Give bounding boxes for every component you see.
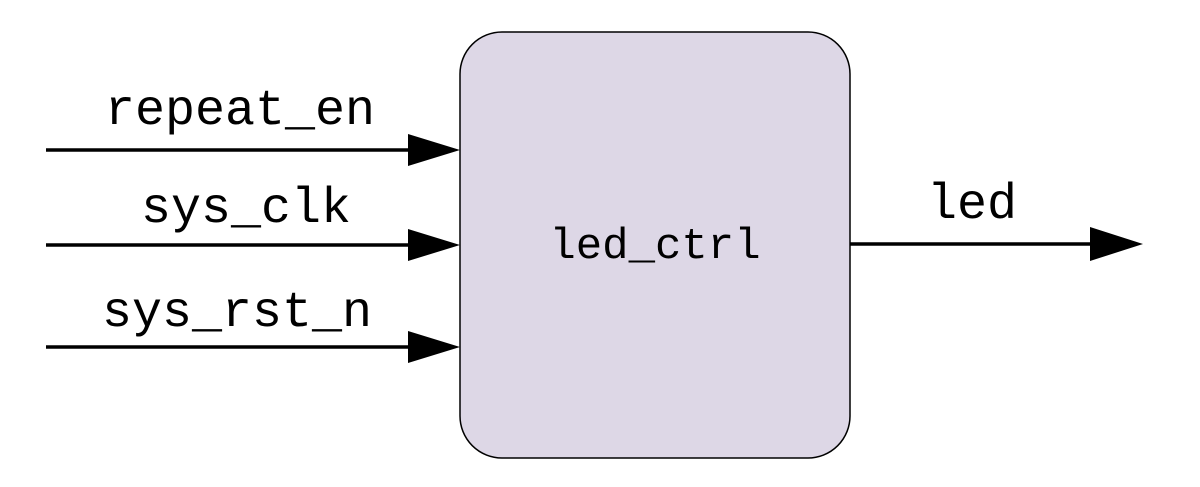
input-label: sys_clk xyxy=(141,181,351,238)
module-name: led_ctrl xyxy=(549,222,760,272)
input-label: repeat_en xyxy=(105,83,375,140)
input-arrow-head xyxy=(408,134,460,166)
input-arrow-head xyxy=(408,229,460,261)
input-label: sys_rst_n xyxy=(102,285,372,342)
input-arrow-head xyxy=(408,331,460,363)
module-block: led_ctrl xyxy=(459,31,851,459)
input-port-sys-clk: sys_clk xyxy=(46,181,460,261)
output-arrow-head xyxy=(1090,227,1143,261)
output-port-led: led xyxy=(850,177,1143,261)
input-port-sys-rst-n: sys_rst_n xyxy=(46,285,460,363)
input-port-repeat-en: repeat_en xyxy=(46,83,460,166)
output-label: led xyxy=(927,177,1017,234)
